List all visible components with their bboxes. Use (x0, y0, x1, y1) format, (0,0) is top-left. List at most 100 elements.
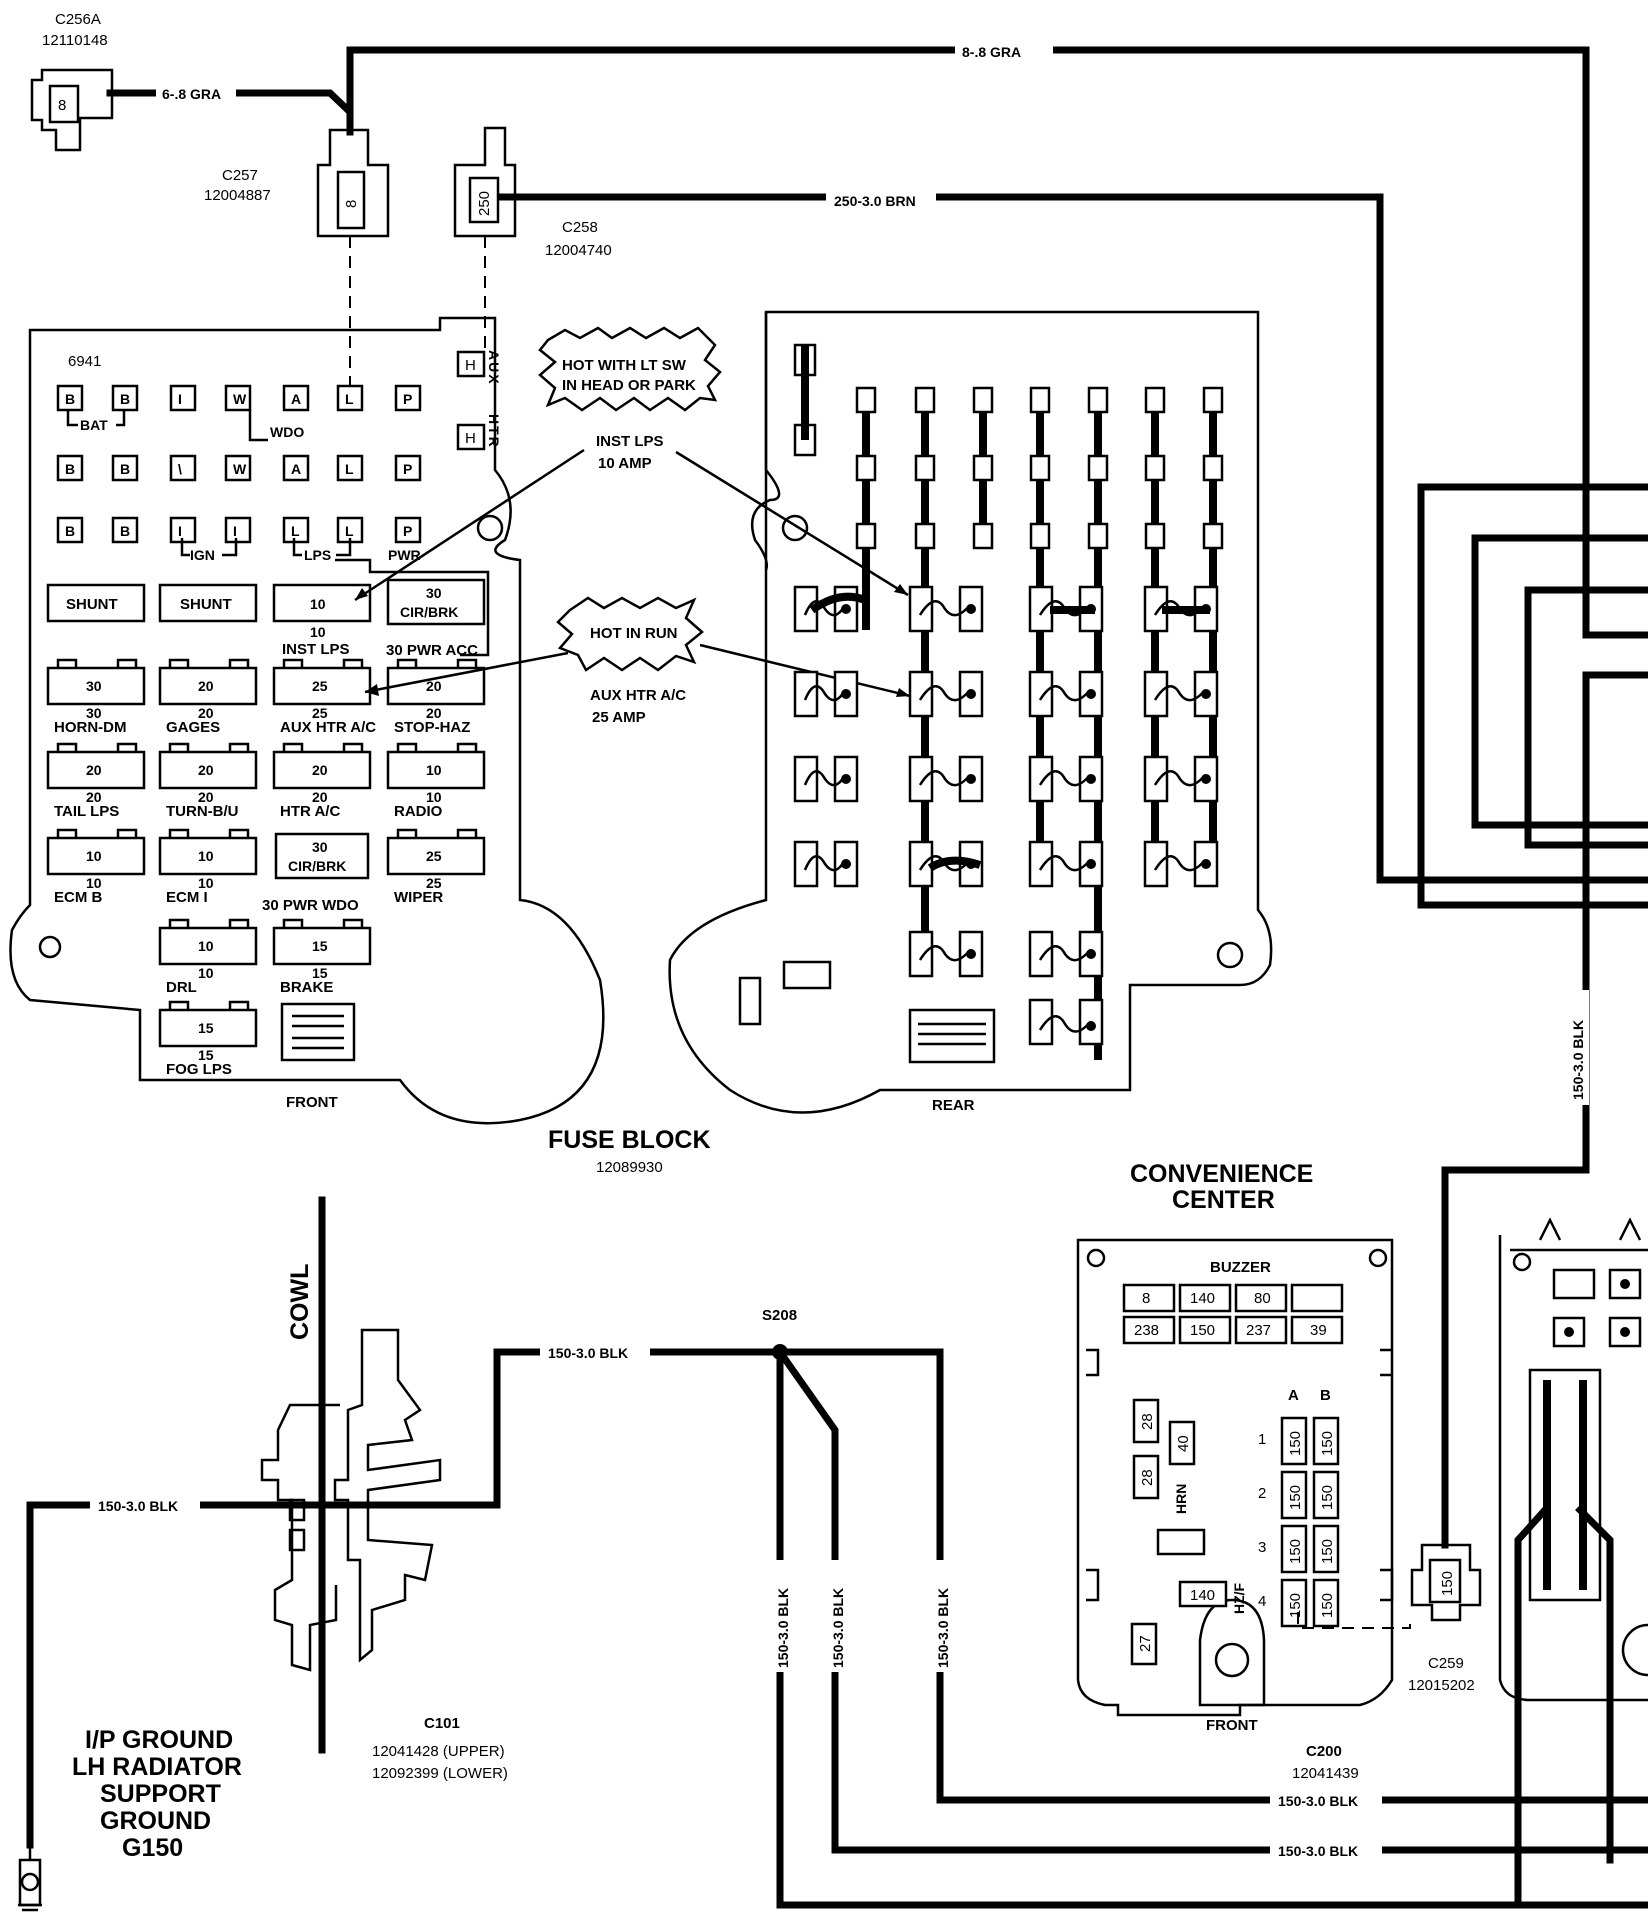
svg-text:C257: C257 (222, 167, 258, 184)
cc-fuse (1290, 1283, 1344, 1313)
svg-text:3: 3 (1258, 1539, 1266, 1556)
rear-terminal (1143, 840, 1169, 888)
svg-text:250: 250 (476, 191, 493, 216)
svg-text:12004887: 12004887 (204, 187, 271, 204)
svg-text:IGN: IGN (190, 547, 215, 563)
terminal (914, 454, 936, 482)
ground-g150: I/P GROUND LH RADIATOR SUPPORT GROUND G1… (18, 1726, 242, 1912)
svg-text:10: 10 (198, 848, 214, 864)
fuse-block-title: FUSE BLOCK (548, 1126, 711, 1154)
svg-text:SHUNT: SHUNT (66, 596, 118, 613)
fuse-cavity-label: W (233, 391, 247, 407)
svg-text:12110148: 12110148 (42, 32, 108, 49)
svg-text:10: 10 (198, 875, 214, 891)
fuse-cavity-label: L (345, 523, 354, 539)
svg-text:BUZZER: BUZZER (1210, 1259, 1271, 1276)
svg-text:25: 25 (426, 848, 442, 864)
fuse-cavity (282, 454, 310, 482)
wire-8-gra-top: 8-.8 GRA (346, 42, 1648, 639)
cc-relay-cavity (1280, 1416, 1308, 1466)
svg-text:20: 20 (312, 789, 328, 805)
rear-terminal (908, 755, 934, 803)
wire-label-8-gra: 8-.8 GRA (962, 44, 1021, 60)
cc-relay-cavity (1312, 1416, 1340, 1466)
svg-text:28: 28 (1139, 1413, 1156, 1430)
svg-text:10: 10 (86, 875, 102, 891)
fuse-shunt-2: SHUNT (158, 583, 258, 623)
svg-text:ECM I: ECM I (166, 889, 208, 906)
svg-text:RADIO: RADIO (394, 803, 443, 820)
svg-text:G150: G150 (122, 1834, 183, 1862)
svg-text:80: 80 (1254, 1290, 1271, 1307)
svg-text:A: A (1288, 1387, 1299, 1404)
fuse-cavity (336, 454, 364, 482)
fuse-cavity-label: B (65, 461, 75, 477)
wire-label-blk-v3: 150-3.0 BLK (935, 1588, 951, 1668)
wire-label-blk-1: 150-3.0 BLK (1278, 1793, 1358, 1809)
svg-text:STOP-HAZ: STOP-HAZ (394, 719, 470, 736)
aux-letters: AUX (486, 350, 502, 386)
fuse-inst-lps: 10 10 INST LPS (272, 583, 372, 658)
connector-c258: 250 C258 12004740 (453, 126, 612, 355)
svg-text:HORN-DM: HORN-DM (54, 719, 127, 736)
svg-text:15: 15 (312, 938, 328, 954)
terminal (914, 386, 936, 414)
cc-fuse (1122, 1283, 1176, 1313)
wire-label-blk-s208: 150-3.0 BLK (548, 1345, 628, 1361)
fuse-cavity (394, 454, 422, 482)
svg-text:10: 10 (198, 965, 214, 981)
fuse-cavity-label: I (178, 391, 182, 407)
svg-text:C258: C258 (562, 219, 598, 236)
svg-text:HOT WITH LT SW: HOT WITH LT SW (562, 357, 687, 374)
svg-text:B: B (1320, 1387, 1331, 1404)
fuse-cavity (169, 384, 197, 412)
wire-label-6-gra: 6-.8 GRA (162, 86, 221, 102)
svg-text:10: 10 (86, 848, 102, 864)
fuse-cavity-label: L (345, 391, 354, 407)
cc-relay-cavity (1280, 1578, 1308, 1628)
fuse-cavity (169, 454, 197, 482)
svg-text:WDO: WDO (270, 424, 304, 440)
fuse-cavity-label: B (120, 391, 130, 407)
fuse-cavity-label: P (403, 461, 412, 477)
svg-text:IN HEAD OR PARK: IN HEAD OR PARK (562, 377, 696, 394)
svg-text:FOG LPS: FOG LPS (166, 1061, 232, 1078)
svg-text:CIR/BRK: CIR/BRK (288, 858, 346, 874)
cc-relay-cavity (1312, 1578, 1340, 1628)
wire-label-blk-v1: 150-3.0 BLK (775, 1588, 791, 1668)
svg-text:AUX HTR A/C: AUX HTR A/C (280, 719, 376, 736)
svg-text:10: 10 (198, 938, 214, 954)
fuse-cavity-label: L (291, 523, 300, 539)
svg-text:40: 40 (1175, 1435, 1192, 1452)
svg-text:INST LPS: INST LPS (282, 641, 350, 658)
rear-terminal (1028, 585, 1054, 633)
svg-text:25: 25 (312, 705, 328, 721)
fuse-cavity-label: \ (178, 461, 182, 477)
wire-bundle-right: 150-3.0 BLK (1417, 483, 1648, 1549)
rear-terminal (1028, 755, 1054, 803)
cc-fuse (1122, 1315, 1176, 1345)
svg-text:C259: C259 (1428, 1655, 1464, 1672)
svg-text:20: 20 (426, 705, 442, 721)
svg-text:150: 150 (1319, 1593, 1336, 1618)
svg-text:150: 150 (1319, 1485, 1336, 1510)
circuit-breaker-pwr-wdo: 30 CIR/BRK 30 PWR WDO (262, 832, 370, 914)
terminal (1029, 454, 1051, 482)
svg-text:150: 150 (1319, 1431, 1336, 1456)
rear-terminal (1143, 755, 1169, 803)
rear-terminal (793, 670, 819, 718)
svg-text:H: H (465, 357, 476, 374)
svg-text:6941: 6941 (68, 353, 101, 370)
svg-text:I/P GROUND: I/P GROUND (85, 1726, 233, 1754)
terminal (1087, 386, 1109, 414)
terminal (855, 454, 877, 482)
